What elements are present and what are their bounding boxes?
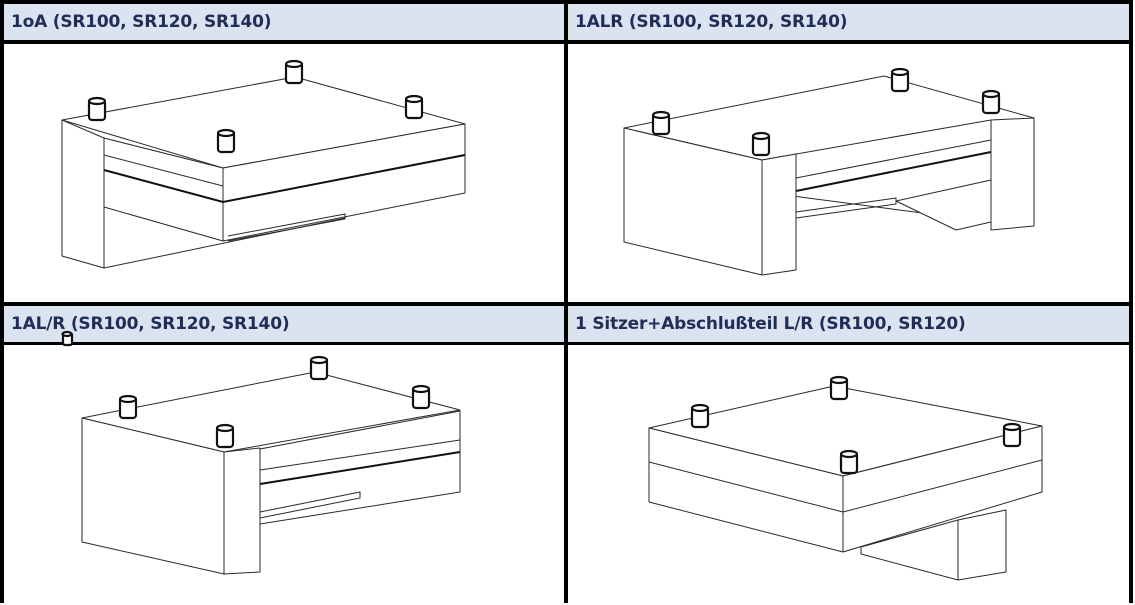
cylinder-knob-icon <box>87 96 107 122</box>
cylinder-knob-icon <box>651 110 671 136</box>
cylinder-knob-icon <box>890 67 910 93</box>
cell-title: 1ALR (SR100, SR120, SR140) <box>575 12 848 32</box>
grid-line-row2-header <box>0 341 1133 345</box>
cylinder-knob-icon <box>404 94 424 120</box>
cell-title: 1 Sitzer+Abschlußteil L/R (SR100, SR120) <box>575 314 966 334</box>
grid-line-middle-vertical <box>564 0 568 603</box>
cell-header-1alr: 1ALR (SR100, SR120, SR140) <box>568 4 1129 40</box>
cylinder-knob-icon <box>1002 422 1022 448</box>
cylinder-knob-icon <box>216 128 236 154</box>
cylinder-knob-icon <box>839 449 859 475</box>
cylinder-knob-icon <box>690 403 710 429</box>
cell-header-1al-r: 1AL/R (SR100, SR120, SR140) <box>4 306 564 342</box>
cylinder-knob-icon <box>981 89 1001 115</box>
cell-header-1-sitzer: 1 Sitzer+Abschlußteil L/R (SR100, SR120) <box>568 306 1129 342</box>
grid-line-row-divider <box>0 302 1133 306</box>
cylinder-knob-icon <box>309 355 329 381</box>
cylinder-knob-icon <box>751 131 771 157</box>
cylinder-knob-icon <box>829 375 849 401</box>
cylinder-knob-icon <box>61 330 74 347</box>
cylinder-knob-icon <box>118 394 138 420</box>
module-drawing-1-sitzer-abschlussteil <box>648 375 1043 581</box>
module-drawing-1oa <box>61 59 466 269</box>
grid-line-right <box>1129 0 1133 603</box>
grid-line-left <box>0 0 4 603</box>
cylinder-knob-icon <box>215 423 235 449</box>
cell-title: 1oA (SR100, SR120, SR140) <box>11 12 272 32</box>
cylinder-knob-icon <box>411 384 431 410</box>
cylinder-knob-icon <box>284 59 304 85</box>
grid-line-row1-header <box>0 40 1133 44</box>
cell-title: 1AL/R (SR100, SR120, SR140) <box>11 314 290 334</box>
module-drawing-1alr <box>623 67 1035 276</box>
cell-header-1oa: 1oA (SR100, SR120, SR140) <box>4 4 564 40</box>
module-drawing-1al-r <box>61 330 461 575</box>
